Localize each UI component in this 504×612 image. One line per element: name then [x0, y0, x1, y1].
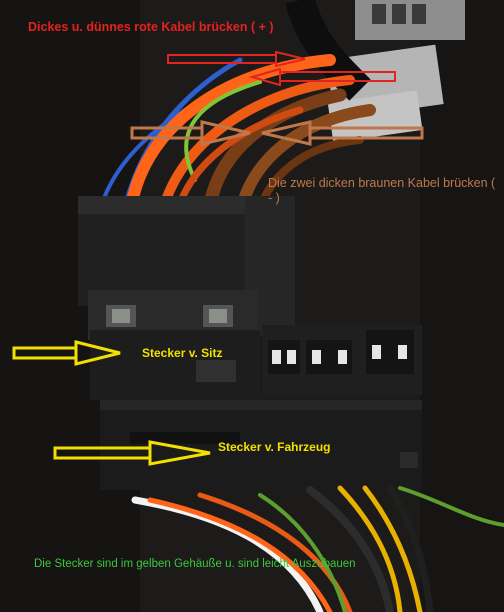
brown-cable-annotation: Die zwei dicken braunen Kabel brücken ( …	[268, 176, 496, 205]
red-cable-annotation: Dickes u. dünnes rote Kabel brücken ( + …	[28, 20, 274, 34]
wires-bottom	[131, 484, 504, 612]
housing-annotation: Die Stecker sind im gelben Gehäuße u. si…	[34, 558, 356, 570]
vehicle-connector-label: Stecker v. Fahrzeug	[218, 440, 331, 454]
pin-block	[262, 325, 422, 395]
seat-connector-label: Stecker v. Sitz	[142, 346, 223, 360]
